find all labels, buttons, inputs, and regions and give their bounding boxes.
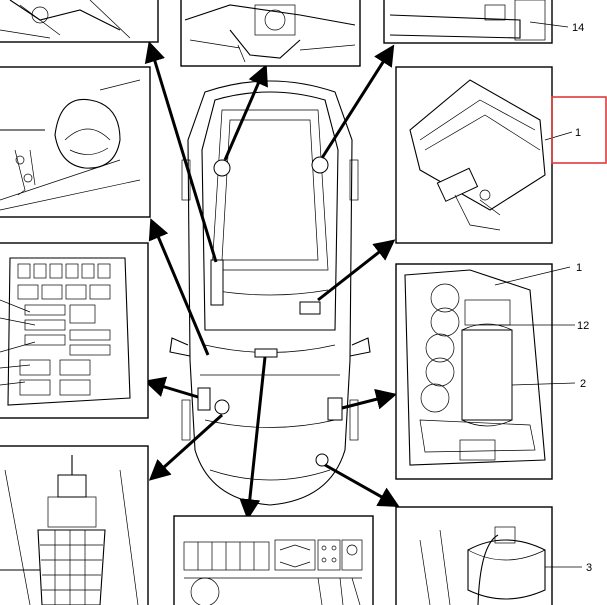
detail-panel-canister: 3 <box>395 506 592 605</box>
detail-panel-top-right: 14 <box>383 0 584 44</box>
detail-panel-left-upper <box>0 66 151 218</box>
callout-label-3: 3 <box>586 562 592 574</box>
pointer-arrows <box>143 40 400 521</box>
detail-panel-right-middle: 1 12 2 <box>395 262 589 480</box>
location-marker <box>213 159 231 177</box>
highlight-box <box>551 96 607 164</box>
callout-label-1-top: 1 <box>575 127 581 139</box>
location-marker <box>315 453 329 467</box>
location-marker <box>254 348 278 358</box>
detail-panel-bulb-socket <box>0 445 149 605</box>
callout-label-12: 12 <box>577 320 589 332</box>
location-marker <box>299 301 321 315</box>
detail-panel-fuse-box <box>0 242 149 419</box>
detail-panel-dashboard <box>173 515 374 605</box>
location-marker <box>210 259 224 306</box>
location-marker <box>327 397 343 421</box>
car-top-view <box>169 80 371 506</box>
callout-label-2: 2 <box>580 378 586 390</box>
detail-panel-right-upper: 1 <box>395 66 607 244</box>
location-marker <box>197 387 211 411</box>
detail-panel-top-left <box>0 0 159 43</box>
location-marker <box>214 399 230 415</box>
detail-panel-top-center <box>180 0 361 67</box>
callout-label-14: 14 <box>572 22 584 34</box>
location-marker <box>311 156 329 174</box>
callout-label-1-mid: 1 <box>576 262 582 274</box>
